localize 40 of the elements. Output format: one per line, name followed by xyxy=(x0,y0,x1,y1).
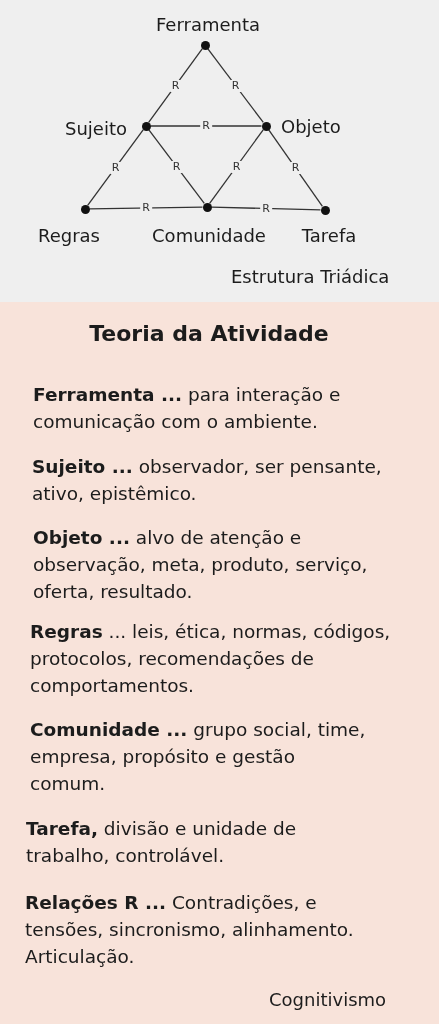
description-text: Relações R ... Contradições, e tensões, sincronismo, alinhamento. Articulação. xyxy=(25,891,355,969)
connector-line xyxy=(148,128,205,205)
node-label: Ferramenta xyxy=(155,14,261,36)
connector-line xyxy=(88,206,204,210)
node-dot xyxy=(202,202,212,212)
edge-label: R xyxy=(170,160,183,173)
edge-label: R xyxy=(229,79,242,92)
edge-label: R xyxy=(260,202,272,215)
node-label: Sujeito xyxy=(65,118,127,140)
edge-label: R xyxy=(169,79,182,92)
page-title: Teoria da Atividade xyxy=(89,320,329,348)
description-text: Objeto ... alvo de atenção e observação, meta, produto, serviço, oferta, resultado. xyxy=(33,526,369,604)
edge-label: R xyxy=(140,202,152,214)
description-text: Regras ... leis, ética, normas, códigos, protocolos, recomendações de comportamentos. xyxy=(30,620,392,698)
edge-label: R xyxy=(109,161,122,174)
connector-line xyxy=(210,206,322,211)
connector-line xyxy=(209,129,264,204)
node-dot xyxy=(261,121,271,131)
footer-label: Cognitivismo xyxy=(269,988,387,1012)
description-text: Sujeito ... observador, ser pensante, ativo, epistêmico. xyxy=(32,455,383,506)
description-text: Tarefa, divisão e unidade de trabalho, controlável. xyxy=(26,817,298,868)
edge-label: R xyxy=(200,120,212,132)
connector-line xyxy=(87,129,144,206)
description-text: Ferramenta ... para interação e comunicação com o ambiente. xyxy=(33,383,342,434)
node-label: Tarefa xyxy=(301,225,357,247)
node-dot xyxy=(80,204,90,214)
node-dot xyxy=(320,205,330,215)
node-dot xyxy=(141,121,151,131)
node-dot xyxy=(200,40,210,50)
edge-label: R xyxy=(230,160,243,173)
connector-line xyxy=(148,48,203,123)
connector-line xyxy=(207,47,264,124)
node-label: Objeto xyxy=(281,116,341,138)
node-label: Regras xyxy=(38,225,100,247)
node-label: Comunidade xyxy=(152,225,266,247)
edge-label: R xyxy=(289,162,302,174)
connector-line xyxy=(149,125,263,127)
description-text: Comunidade ... grupo social, time, empresa, propósito e gestão comum. xyxy=(30,718,367,796)
connector-line xyxy=(267,129,324,207)
diagram-caption: Estrutura Triádica xyxy=(231,266,390,288)
